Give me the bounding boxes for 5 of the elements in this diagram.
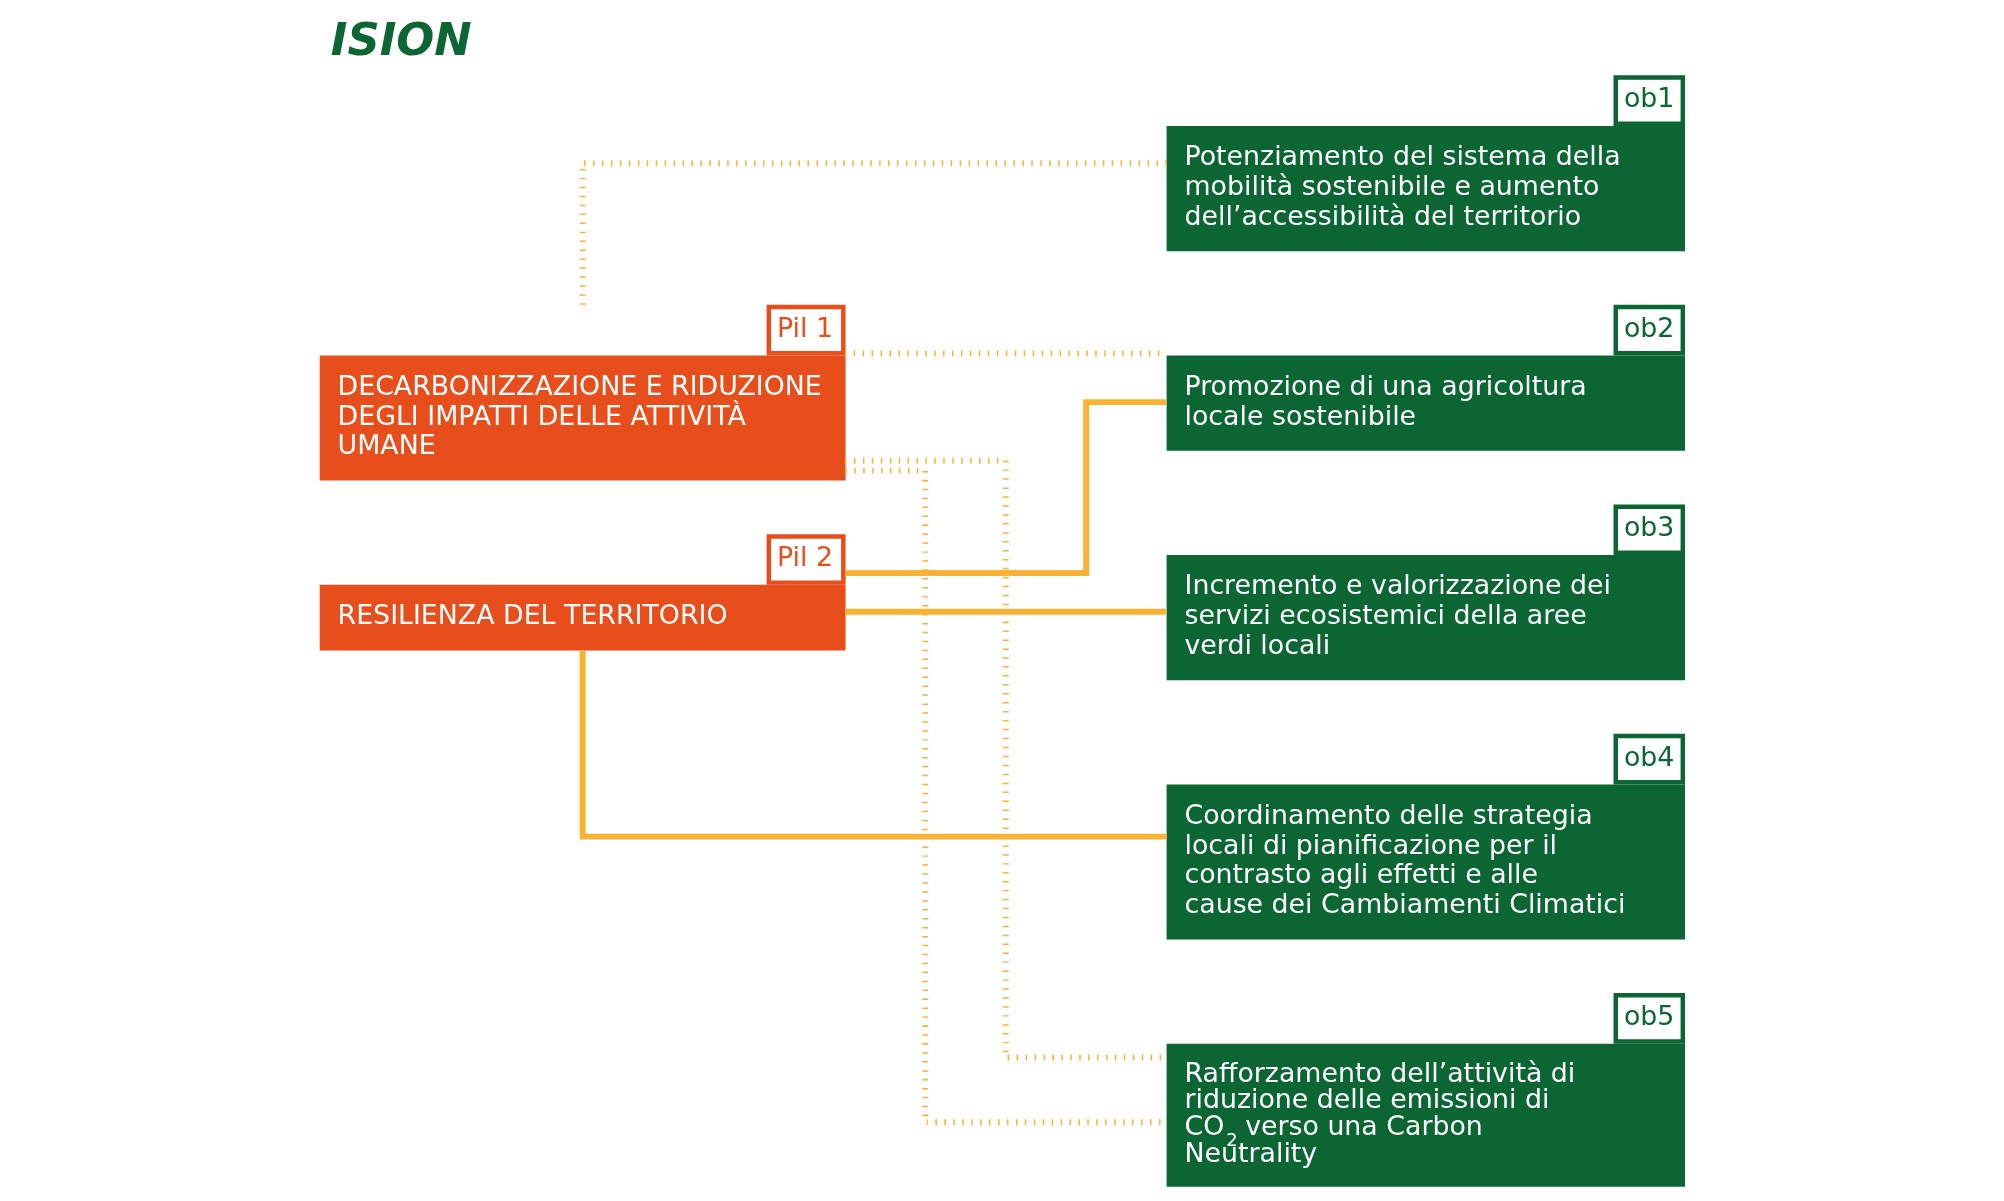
connector xyxy=(579,160,1167,305)
connector xyxy=(845,399,1167,576)
connector xyxy=(844,608,1167,615)
diagram-title: ISION xyxy=(330,13,472,66)
connector xyxy=(579,650,1167,840)
